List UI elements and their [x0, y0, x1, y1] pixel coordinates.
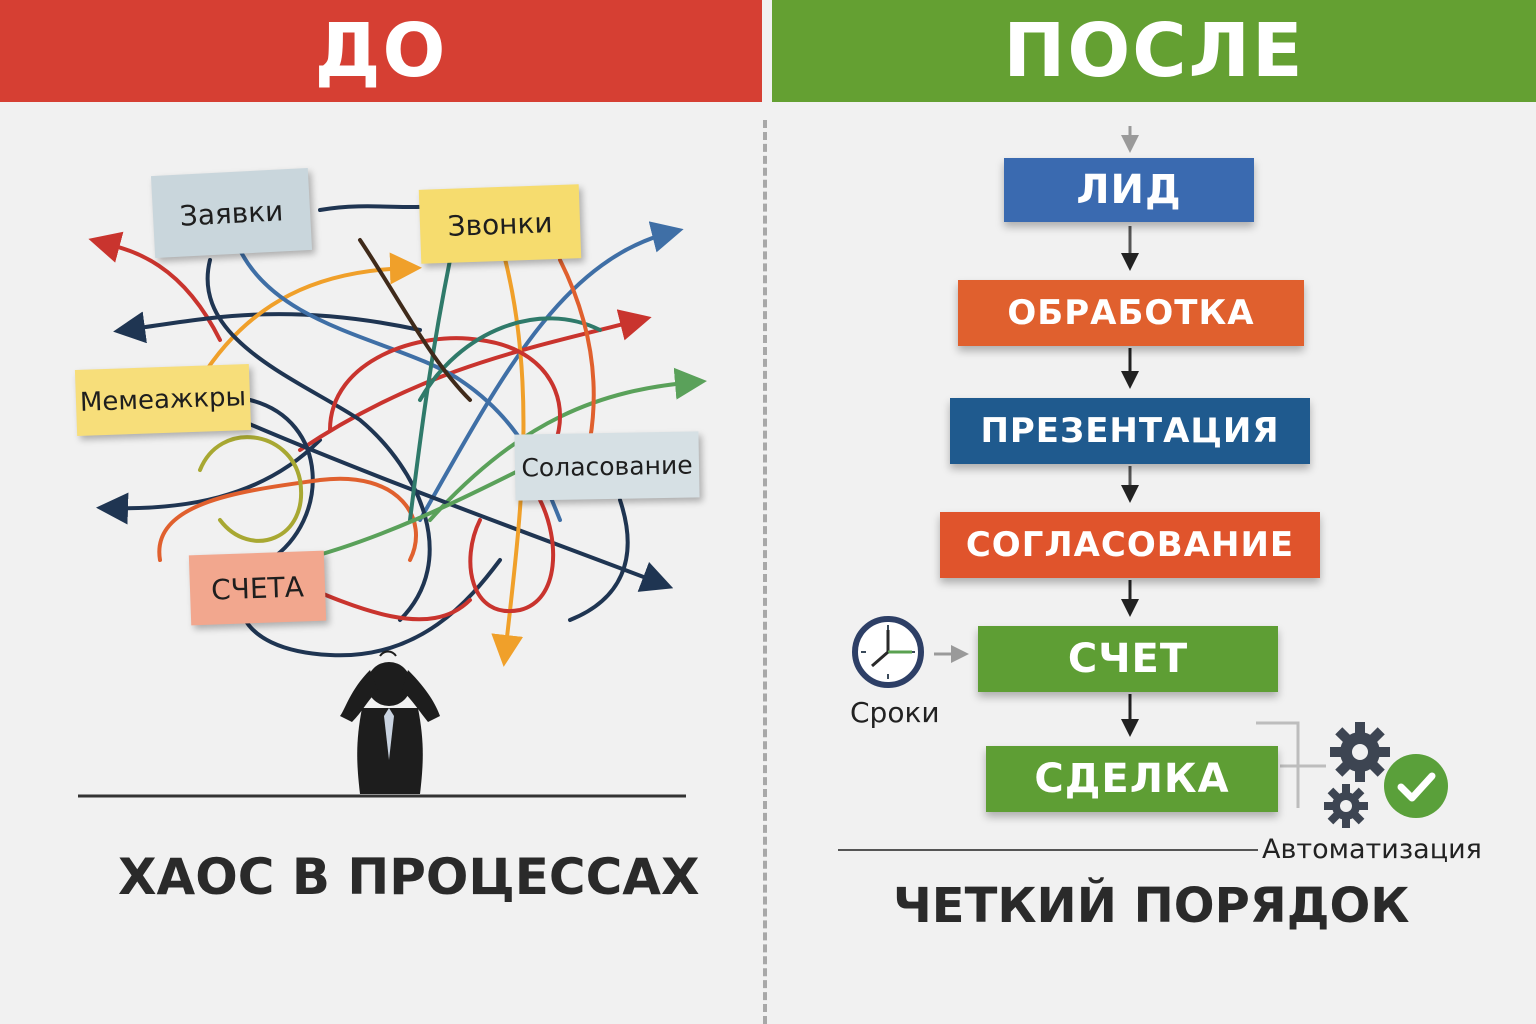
step-deal: СДЕЛКА: [986, 746, 1278, 812]
step-presentation: ПРЕЗЕНТАЦИЯ: [950, 398, 1310, 464]
caption-order: ЧЕТКИЙ ПОРЯДОК: [893, 878, 1410, 934]
header-after: ПОСЛЕ: [772, 0, 1536, 102]
automation-label: Автоматизация: [1262, 834, 1482, 865]
caption-chaos: ХАОС В ПРОЦЕССАХ: [118, 848, 700, 906]
step-invoice: СЧЕТ: [978, 626, 1278, 692]
step-processing: ОБРАБОТКА: [958, 280, 1304, 346]
step-approval: СОГЛАСОВАНИЕ: [940, 512, 1320, 578]
header-before: ДО: [0, 0, 762, 102]
clock-label: Сроки: [850, 696, 940, 729]
dashed-divider: [763, 120, 767, 1024]
step-lead: ЛИД: [1004, 158, 1254, 222]
